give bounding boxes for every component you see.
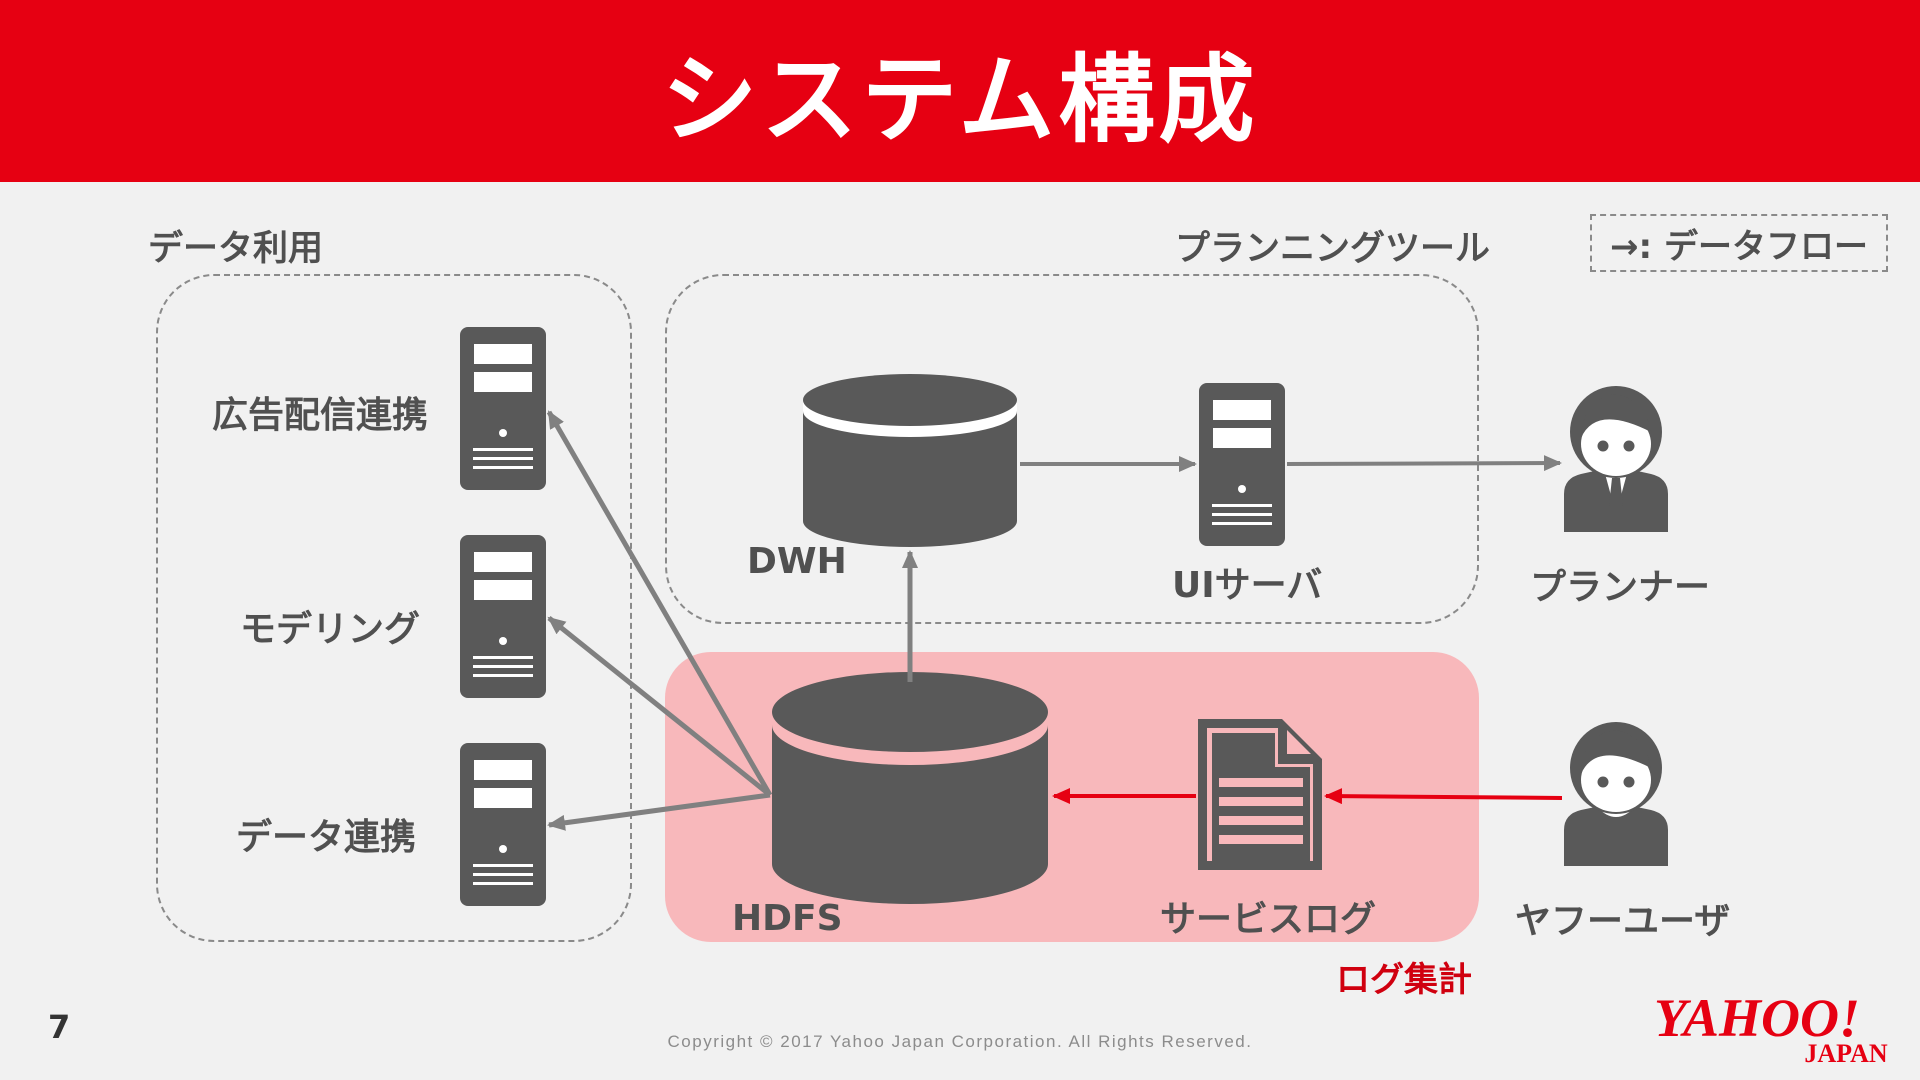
label-planner: プランナー — [1530, 567, 1711, 608]
person-icon-yahoo-user — [1564, 722, 1668, 866]
title-bar: システム構成 — [0, 0, 1920, 182]
yahoo-japan-logo: YAHOO! JAPAN — [1654, 990, 1888, 1066]
server-icon-ui — [1199, 383, 1285, 546]
svg-text:YAHOO!: YAHOO! — [1654, 990, 1860, 1048]
arrow-user-to-service-log — [1324, 788, 1563, 805]
legend-data-flow: →: データフロー — [1590, 214, 1888, 272]
data-usage-title: データ利用 — [148, 229, 324, 269]
label-hdfs: HDFS — [732, 898, 843, 939]
document-icon-service-log — [1198, 719, 1322, 870]
label-yahoo-user: ヤフーユーザ — [1515, 901, 1731, 942]
copyright-text: Copyright © 2017 Yahoo Japan Corporation… — [667, 1032, 1253, 1051]
server-icon-modeling — [460, 535, 546, 698]
arrow-hdfs-to-modeling — [547, 616, 772, 797]
planning-tool-title: プランニングツール — [1175, 229, 1491, 269]
label-dwh: DWH — [747, 541, 847, 582]
label-ui-server: UIサーバ — [1172, 565, 1323, 606]
page-title: システム構成 — [661, 43, 1259, 156]
label-service-log: サービスログ — [1160, 899, 1377, 940]
server-icon-ad — [460, 327, 546, 490]
item-modeling: モデリング — [240, 609, 421, 650]
arrow-hdfs-to-ad — [546, 410, 773, 797]
arrow-ui-server-to-planner — [1286, 455, 1562, 472]
item-ad-delivery: 広告配信連携 — [212, 395, 429, 436]
database-icon-dwh — [803, 374, 1017, 547]
planning-tool-group — [665, 274, 1479, 624]
log-aggregation-title: ログ集計 — [1336, 960, 1472, 1000]
database-icon-hdfs — [772, 672, 1048, 904]
data-usage-group — [156, 274, 632, 942]
arrow-hdfs-to-data-link — [547, 792, 771, 831]
page-number: 7 — [48, 1008, 71, 1046]
server-icon-data-link — [460, 743, 546, 906]
person-icon-planner — [1564, 386, 1668, 532]
item-data-link: データ連携 — [236, 817, 417, 858]
svg-text:JAPAN: JAPAN — [1804, 1039, 1888, 1066]
